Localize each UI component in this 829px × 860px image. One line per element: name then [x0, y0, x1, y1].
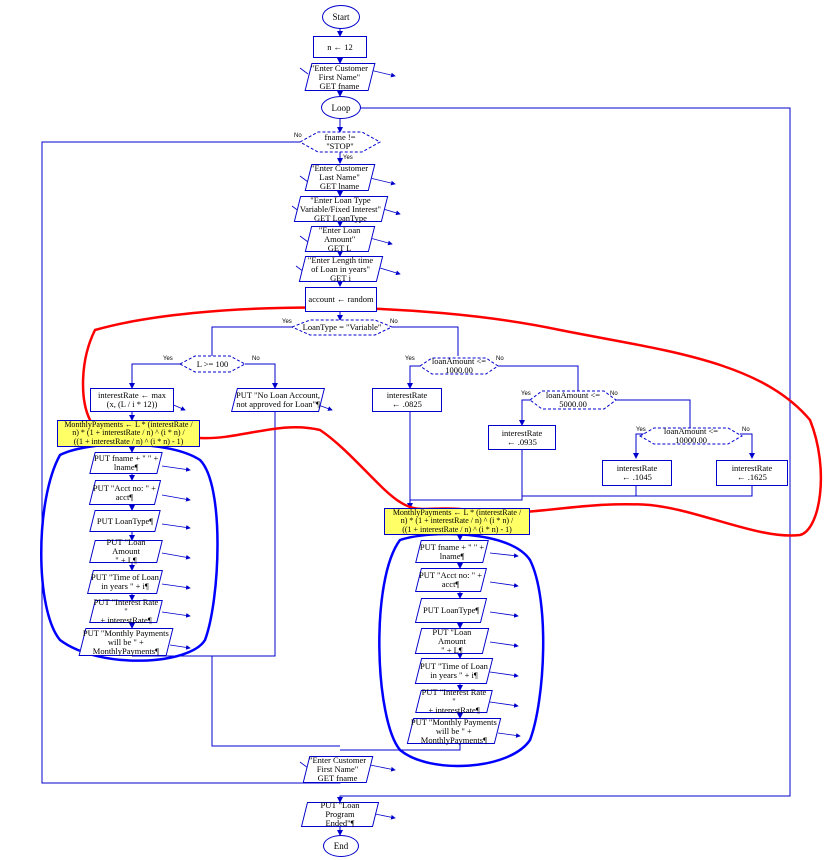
- put-monthly-left: PUT "Monthly Payments will be " + Monthl…: [78, 628, 174, 656]
- yes-label: Yes: [282, 319, 292, 325]
- cond-loantype: LoanType = "Variable": [302, 322, 382, 332]
- rate-1625-box: interestRate ← .1625: [716, 460, 788, 486]
- put-rate-left: PUT "Interest Rate " + interestRate¶: [89, 597, 163, 625]
- rate-0935-box: interestRate ← .0935: [488, 425, 556, 450]
- no-label: No: [742, 427, 750, 433]
- put-acct-right: PUT "Acct no: " + acct¶: [415, 568, 487, 592]
- no-label: No: [610, 391, 618, 397]
- input-first-name: "Enter Customer First Name" GET fname: [304, 63, 376, 91]
- put-amount-right: PUT "Loan Amount " + L¶: [414, 627, 490, 655]
- blue-annotation-left: [40, 443, 219, 662]
- put-monthly-right: PUT "Monthly Payments will be " + Monthl…: [406, 717, 502, 745]
- amt10000-diamond: [638, 427, 744, 445]
- put-name-left: PUT fname + " " + lname¶: [89, 452, 163, 474]
- loop-terminal: Loop: [321, 96, 361, 119]
- cond-l100: L >= 100: [196, 358, 229, 369]
- loantype-diamond: [290, 319, 394, 336]
- input-loan-length: "Enter Length time of Loan in years" GET…: [298, 255, 384, 283]
- put-time-left: PUT "Time of Loan in years " + i¶: [87, 570, 163, 594]
- no-label: No: [252, 356, 260, 362]
- put-loantype-right: PUT LoanType¶: [414, 598, 488, 623]
- cond-amt1000: loanAmount <= 1000.00: [431, 356, 487, 375]
- yes-label: Yes: [521, 391, 531, 397]
- put-rate-right: PUT "Interest Rate " + interestRate¶: [415, 687, 493, 715]
- amt1000-diamond: [419, 357, 499, 375]
- input-loan-type: "Enter Loan Type Variable/Fixed Interest…: [293, 195, 389, 223]
- yes-label: Yes: [405, 356, 415, 362]
- put-time-right: PUT "Time of Loan in years " + i¶: [414, 658, 494, 684]
- start-terminal: Start: [322, 5, 360, 29]
- end-terminal: End: [323, 835, 359, 857]
- input-last-name: "Enter Customer Last Name" GET lname: [304, 163, 376, 191]
- no-label: No: [390, 319, 398, 325]
- rate-0825-box: interestRate ← .0825: [372, 388, 442, 412]
- monthly-payments-right: MonthlyPayments ← L * (interestRate / n)…: [384, 508, 530, 535]
- cond-amt5000: loanAmount <= 5000.00: [545, 390, 601, 409]
- no-label: No: [294, 133, 302, 139]
- blue-annotation-right: [378, 532, 545, 768]
- output-no-loan: PUT "No Loan Account, not approved for L…: [231, 388, 325, 412]
- l100-diamond: [178, 355, 247, 373]
- yes-label: Yes: [163, 356, 173, 362]
- cond-fname: fname != "STOP": [324, 132, 356, 151]
- no-label: No: [496, 356, 504, 362]
- fname-diamond: [298, 131, 382, 153]
- put-acct-left: PUT "Acct no: " + acct¶: [88, 480, 162, 505]
- yes-label: Yes: [636, 427, 646, 433]
- account-box: account ← random: [305, 287, 377, 312]
- output-program-ended: PUT "Loan Program Ended"¶: [300, 800, 380, 828]
- put-name-right: PUT fname + " " + lname¶: [415, 540, 489, 563]
- input-loan-amount: "Enter Loan Amount" GET L: [304, 225, 376, 253]
- put-loantype-left: PUT LoanType¶: [89, 510, 161, 532]
- yes-label: Yes: [343, 155, 353, 161]
- rate-1045-box: interestRate ← .1045: [602, 460, 672, 486]
- amt5000-diamond: [529, 390, 617, 410]
- put-amount-left: PUT "Loan Amount " + L¶: [89, 537, 163, 565]
- rate-max-box: interestRate ← max (x, (L / i * 12)): [90, 388, 174, 412]
- input-first-name-end: "Enter Customer First Name" GET fname: [302, 755, 374, 783]
- monthly-payments-left: MonthlyPayments ← L * (interestRate / n)…: [57, 420, 200, 447]
- n-assign-box: n ← 12: [313, 36, 367, 58]
- cond-amt10000: loanAmount <= 10000.00: [663, 426, 719, 445]
